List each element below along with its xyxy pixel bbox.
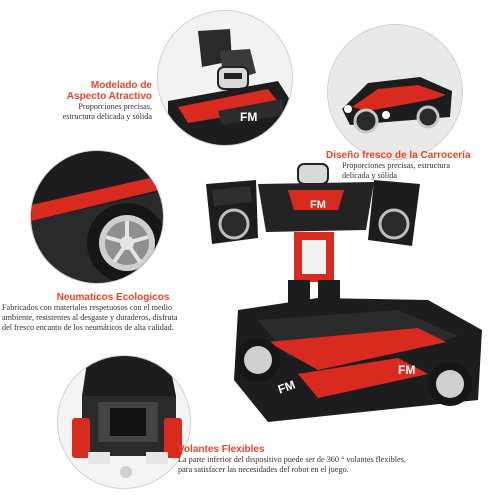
feature-steering: Volantes Flexibles La parte inferior del… [178,444,496,475]
feature-tires-desc-line2: ambiente, resistentes al desgaste y dura… [2,313,178,322]
feature-tires: Neumaticos Ecologicos Fabricados con mat… [2,292,224,333]
feature-body-desc-line1: Proporciones precisas, estructura [342,161,450,170]
steering-icon [58,356,190,488]
car-fm-badge: FM [398,363,415,377]
feature-tires-desc-line3: del fresco encanto de los neumáticos de … [2,323,174,332]
feature-tires-desc-line1: Fabricados con materiales respetuosos co… [2,303,173,312]
feature-steering-desc-line2: para satisfacer las necesidades del robo… [178,465,349,474]
tire-detail-image [30,150,164,284]
feature-steering-desc-line1: La parte inferior del dispositivo puede … [178,455,406,464]
robot-car-icon: FM FM FM [206,163,482,422]
car-body-detail-image [327,24,463,160]
feature-design: Modelado de Aspecto Atractivo Proporcion… [2,80,152,122]
feature-body-desc-line2: delicada y sólida [342,171,398,180]
robot-head-detail-image: FM [157,10,293,146]
feature-design-desc-line2: estructura delicada y sólida [62,112,152,121]
feature-design-desc-line1: Proporciones precisas, [78,102,152,111]
product-main-image: FM FM FM [198,160,488,432]
feature-steering-title: Volantes Flexibles [178,444,265,455]
robot-head-icon: FM [158,11,292,145]
feature-body: Diseño fresco de la Carrocería Proporcio… [326,150,496,181]
car-body-icon [328,25,462,159]
tire-icon [31,151,163,283]
feature-design-title-line1: Modelado de [90,80,152,91]
feature-design-title-line2: Aspecto Atractivo [66,91,152,102]
feature-body-title: Diseño fresco de la Carrocería [326,150,471,161]
car-fm-front-badge: FM [276,378,297,397]
fm-badge-text: FM [240,110,257,124]
feature-tires-title: Neumaticos Ecologicos [56,292,170,303]
steering-detail-image [57,355,191,489]
robot-fm-badge: FM [310,199,326,211]
